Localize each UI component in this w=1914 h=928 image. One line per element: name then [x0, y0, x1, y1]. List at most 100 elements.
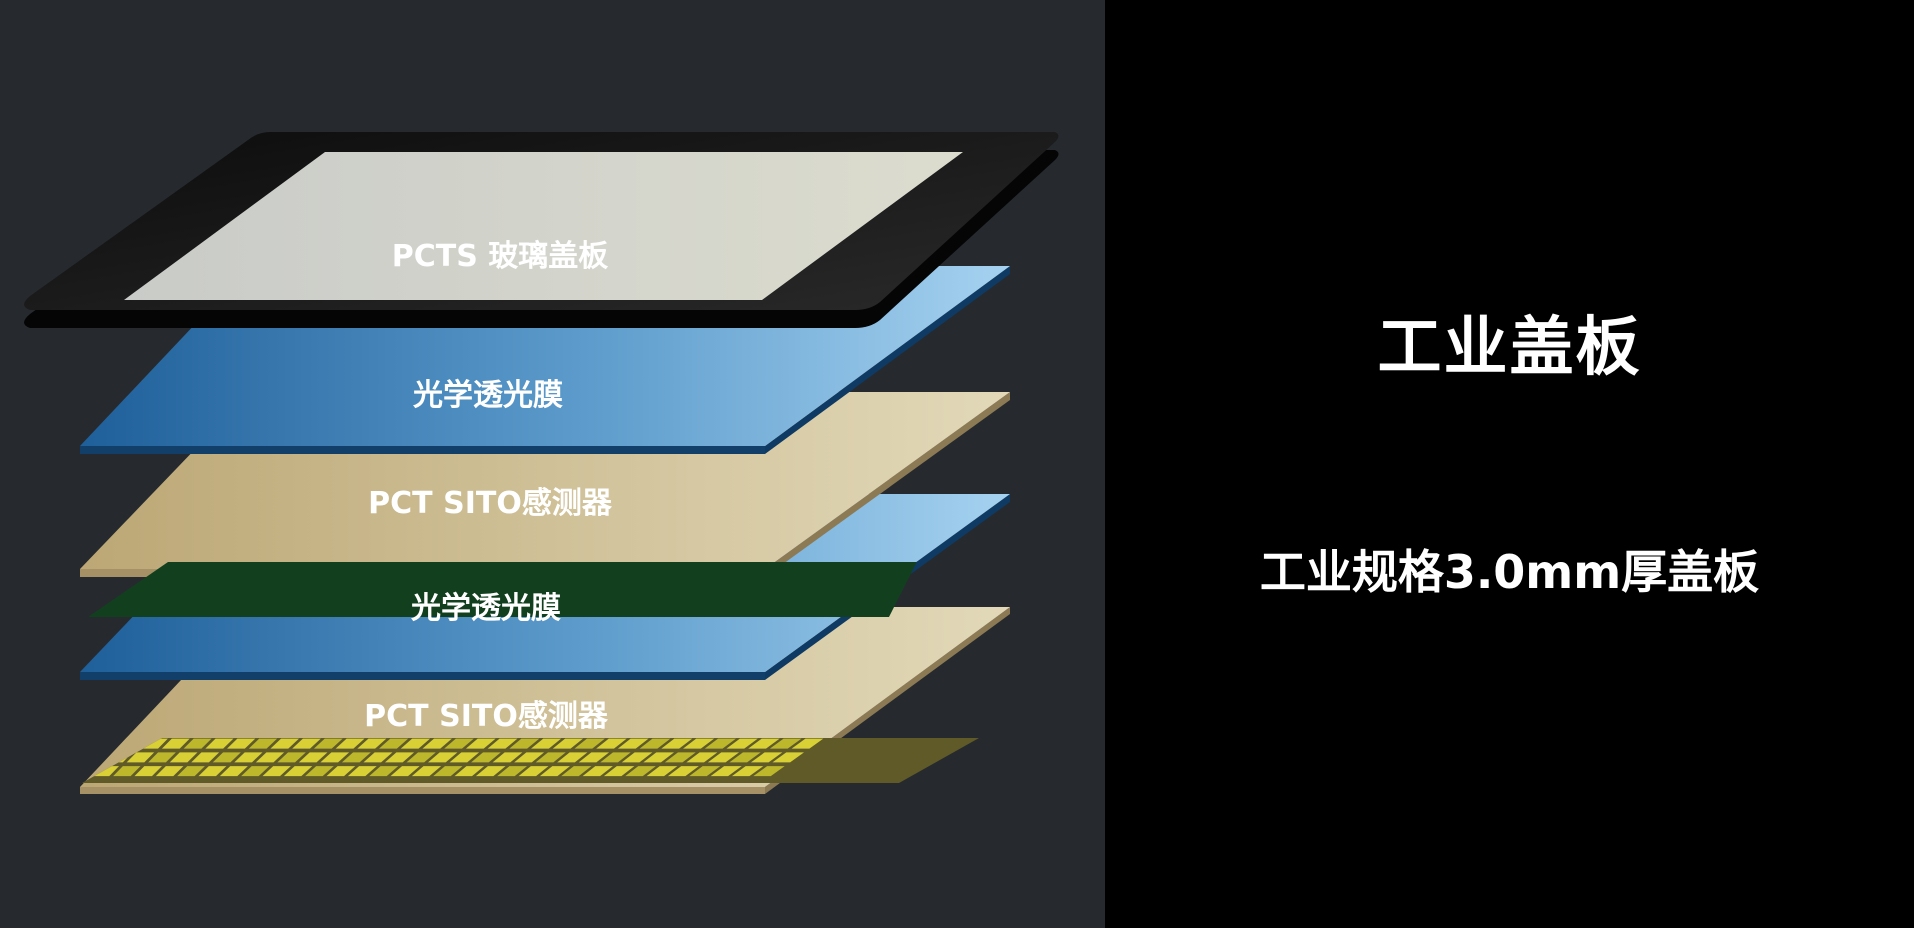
sensor-cell: [212, 752, 241, 763]
sensor-cell: [161, 738, 190, 749]
sensor-cell: [726, 738, 758, 749]
layer-stack-diagram: PCTS 玻璃盖板 光学透光膜 PCT SITO感测器 光学透光膜 PCT SI…: [24, 132, 1059, 794]
sensor-cell: [433, 766, 463, 777]
sensor-cell: [277, 752, 306, 763]
sensor-bottom-edge: [80, 787, 765, 794]
sensor-cell: [155, 766, 184, 777]
sensor-cell: [689, 766, 721, 777]
sensor-top-side: [765, 392, 1010, 577]
sensor-cell: [406, 752, 436, 763]
sensor-cell: [390, 766, 420, 777]
sensor-cell: [363, 752, 393, 763]
film-upper-side: [765, 266, 1010, 454]
sensor-cell: [357, 738, 387, 749]
sensor-cell: [791, 738, 824, 749]
sensor-cell: [270, 738, 299, 749]
sensor-cell: [497, 766, 528, 777]
sensor-cell: [769, 738, 802, 749]
sensor-cell: [492, 752, 523, 763]
sensor-cell: [639, 738, 671, 749]
sensor-cell: [298, 752, 328, 763]
sensor-cell: [617, 738, 649, 749]
sensor-cell: [753, 766, 785, 777]
sensor-cell: [600, 752, 631, 763]
sensor-cell: [341, 752, 371, 763]
sensor-cell: [400, 738, 431, 749]
sensor-cell: [369, 766, 399, 777]
label-film-lower: 光学透光膜: [411, 591, 561, 626]
sensor-cell: [514, 752, 545, 763]
sensor-cell: [729, 752, 761, 763]
sensor-cell: [379, 738, 409, 749]
sensor-cell: [621, 752, 653, 763]
label-sensor-top: PCT SITO感测器: [368, 486, 613, 521]
sensor-cell: [384, 752, 415, 763]
sensor-cell: [326, 766, 356, 777]
sensor-cell: [191, 752, 220, 763]
sensor-cell: [255, 752, 285, 763]
sensor-cell: [134, 766, 162, 777]
sensor-cell: [198, 766, 227, 777]
sensor-cell: [750, 752, 783, 763]
sensor-cell: [578, 752, 610, 763]
sensor-cell: [313, 738, 343, 749]
sensor-cell: [465, 738, 496, 749]
sensor-cell: [177, 766, 205, 777]
sensor-cell: [262, 766, 291, 777]
sensor-cell: [475, 766, 506, 777]
sensor-cell: [561, 766, 592, 777]
film-lower-edge: [80, 672, 765, 680]
sensor-cell: [661, 738, 693, 749]
sensor-cell: [454, 766, 485, 777]
sensor-cell: [471, 752, 501, 763]
sensor-cell: [305, 766, 334, 777]
sensor-cell: [126, 752, 155, 763]
sensor-cell: [531, 738, 562, 749]
sensor-cell: [219, 766, 248, 777]
sensor-cell: [183, 738, 212, 749]
sensor-cell: [707, 752, 740, 763]
info-panel: 工业盖板 工业规格3.0mm厚盖板: [1105, 0, 1914, 928]
sensor-cell: [667, 766, 699, 777]
sensor-cell: [535, 752, 566, 763]
sensor-cell: [552, 738, 583, 749]
panel-title: 工业盖板: [1377, 311, 1642, 385]
sensor-cell: [234, 752, 263, 763]
sensor-cell: [148, 752, 176, 763]
sensor-cell: [539, 766, 570, 777]
sensor-cell: [557, 752, 588, 763]
sensor-cell: [487, 738, 518, 749]
label-glass-cover: PCTS 玻璃盖板: [392, 239, 609, 274]
sensor-cell: [704, 738, 736, 749]
sensor-cell: [748, 738, 780, 749]
sensor-cell: [574, 738, 605, 749]
sensor-cell: [205, 738, 234, 749]
sensor-cell: [320, 752, 350, 763]
sensor-cell: [169, 752, 198, 763]
sensor-cell: [772, 752, 805, 763]
sensor-cell: [411, 766, 442, 777]
sensor-cell: [241, 766, 270, 777]
sensor-cell: [347, 766, 377, 777]
sensor-cell: [335, 738, 365, 749]
sensor-cell: [664, 752, 696, 763]
sensor-cell: [625, 766, 656, 777]
sensor-cell: [603, 766, 635, 777]
sensor-cell: [422, 738, 452, 749]
sensor-cell: [113, 766, 141, 777]
sensor-cell: [686, 752, 718, 763]
glass-cover-surface: [124, 152, 963, 300]
sensor-cell: [428, 752, 458, 763]
sensor-cell: [283, 766, 313, 777]
layer-diagram-panel: PCTS 玻璃盖板 光学透光膜 PCT SITO感测器 光学透光膜 PCT SI…: [0, 0, 1105, 928]
sensor-cell: [518, 766, 549, 777]
sensor-cell: [582, 766, 613, 777]
sensor-cell: [683, 738, 715, 749]
sensor-cell: [596, 738, 627, 749]
sensor-cell: [292, 738, 321, 749]
sensor-cell: [444, 738, 474, 749]
sensor-cell: [710, 766, 742, 777]
label-film-upper: 光学透光膜: [413, 378, 563, 413]
glass-cover-layer: [24, 132, 1059, 328]
